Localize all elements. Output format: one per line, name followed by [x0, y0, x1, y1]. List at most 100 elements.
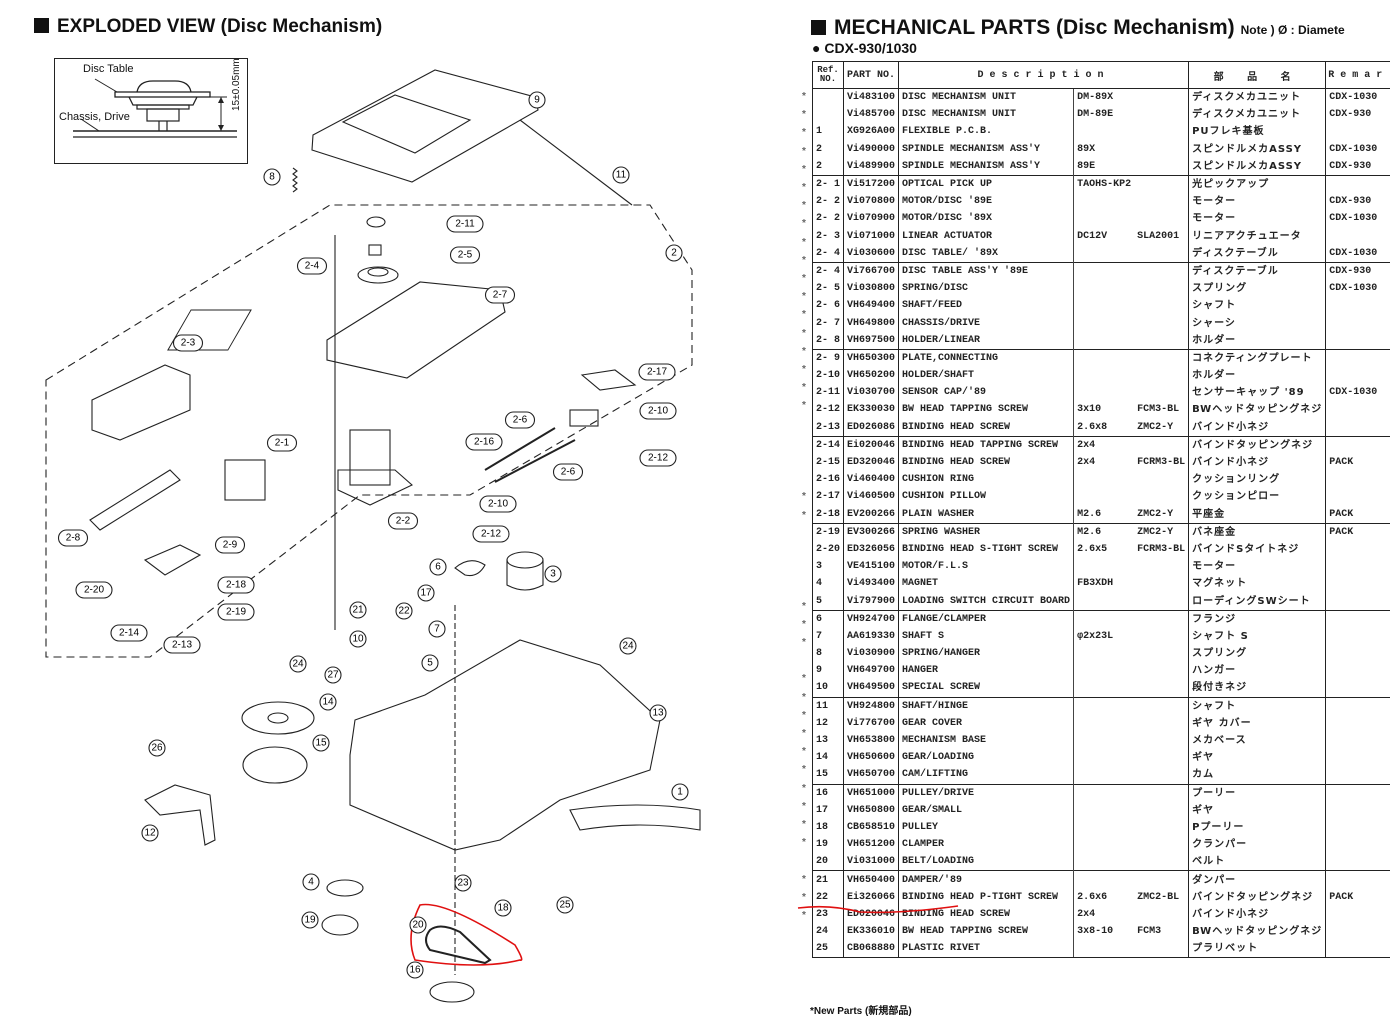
cell-desc: SPECIAL SCREW [899, 679, 1074, 697]
callout-3: 3 [545, 566, 561, 582]
cell-ref: 25 [813, 940, 844, 958]
cell-remarks [1326, 592, 1390, 610]
cell-jp: シャフト [1189, 297, 1326, 314]
callout-label: 2-8 [66, 533, 81, 544]
cell-desc: PULLEY [899, 819, 1074, 836]
cell-ref: 5 [813, 592, 844, 610]
cell-desc: BINDING HEAD SCREW [899, 906, 1074, 923]
cell-part: VH649700 [844, 662, 899, 679]
cell-remarks [1326, 436, 1390, 454]
cell-spec2 [1134, 749, 1189, 766]
cell-spec1: 3x10 [1074, 401, 1135, 418]
cell-spec2 [1134, 488, 1189, 505]
cell-part: CB658510 [844, 819, 899, 836]
callout-label: 2-3 [181, 338, 196, 349]
cell-remarks [1326, 628, 1390, 645]
new-part-mark: * [802, 491, 806, 502]
cell-part: VH649400 [844, 297, 899, 314]
callout-14: 14 [320, 694, 336, 710]
cell-spec2 [1134, 297, 1189, 314]
cell-part: VH650300 [844, 349, 899, 367]
cell-ref: 2-12 [813, 401, 844, 418]
cell-remarks [1326, 367, 1390, 384]
cell-spec1 [1074, 558, 1135, 575]
cell-ref: 9 [813, 662, 844, 679]
parts-table: Ref. NO. PART NO. Description 部 品 名 Rema… [812, 61, 1390, 958]
cell-part: EK330030 [844, 401, 899, 418]
cell-remarks [1326, 332, 1390, 350]
cell-spec1 [1074, 280, 1135, 297]
callout-label: 2-10 [648, 406, 668, 417]
callout-label: 26 [151, 743, 163, 754]
cell-part: ED020046 [844, 906, 899, 923]
callout-label: 19 [304, 915, 316, 926]
cell-desc: SPINDLE MECHANISM ASS'Y [899, 141, 1074, 158]
cell-part: Vi030700 [844, 384, 899, 401]
cell-desc: LINEAR ACTUATOR [899, 228, 1074, 245]
cell-spec2: FCRM3-BL [1134, 454, 1189, 471]
new-part-mark: * [802, 382, 806, 393]
callout-label: 23 [457, 878, 469, 889]
loading-motor-body-shape [507, 560, 543, 590]
cell-spec1: FB3XDH [1074, 575, 1135, 592]
cell-desc: DISC TABLE ASS'Y '89E [899, 262, 1074, 280]
new-part-mark: * [802, 237, 806, 248]
cell-ref: 2- 2 [813, 210, 844, 227]
callout-5: 5 [422, 655, 438, 671]
cell-spec2 [1134, 89, 1189, 107]
loading-motor-shape [507, 552, 543, 568]
cell-desc: HANGER [899, 662, 1074, 679]
cell-spec2 [1134, 592, 1189, 610]
callout-label: 2-10 [488, 499, 508, 510]
new-part-mark: * [802, 801, 806, 812]
cell-part: Vi483100 [844, 89, 899, 107]
cell-spec2 [1134, 262, 1189, 280]
new-parts-footnote: *New Parts (新規部品) [810, 1002, 912, 1017]
new-part-mark: * [802, 746, 806, 757]
new-part-mark: * [802, 783, 806, 794]
callout-label: 2-5 [458, 250, 473, 261]
cell-desc: BINDING HEAD P-TIGHT SCREW [899, 889, 1074, 906]
cell-spec2 [1134, 141, 1189, 158]
cell-jp: ギヤ カバー [1189, 715, 1326, 732]
loading-belt-shape [426, 926, 490, 963]
callout-2-6: 2-6 [554, 464, 583, 480]
callout-20: 20 [410, 917, 426, 933]
cell-part: VH653800 [844, 732, 899, 749]
cell-desc: PULLEY/DRIVE [899, 784, 1074, 802]
callout-2-11: 2-11 [447, 216, 483, 232]
cell-spec1 [1074, 784, 1135, 802]
cell-part: VH924700 [844, 610, 899, 628]
cell-remarks [1326, 715, 1390, 732]
cell-ref: 2- 3 [813, 228, 844, 245]
cell-spec2 [1134, 871, 1189, 889]
callout-2-19: 2-19 [218, 604, 254, 620]
new-part-mark: * [802, 200, 806, 211]
cell-spec2 [1134, 766, 1189, 784]
new-part-mark: * [802, 728, 806, 739]
cell-desc: SPRING/DISC [899, 280, 1074, 297]
cell-jp: クッションリング [1189, 471, 1326, 488]
cell-remarks [1326, 401, 1390, 418]
optical-pickup-shape [225, 460, 265, 500]
cell-remarks [1326, 923, 1390, 940]
cell-jp: ローディングSWシート [1189, 592, 1326, 610]
cell-desc: BW HEAD TAPPING SCREW [899, 923, 1074, 940]
